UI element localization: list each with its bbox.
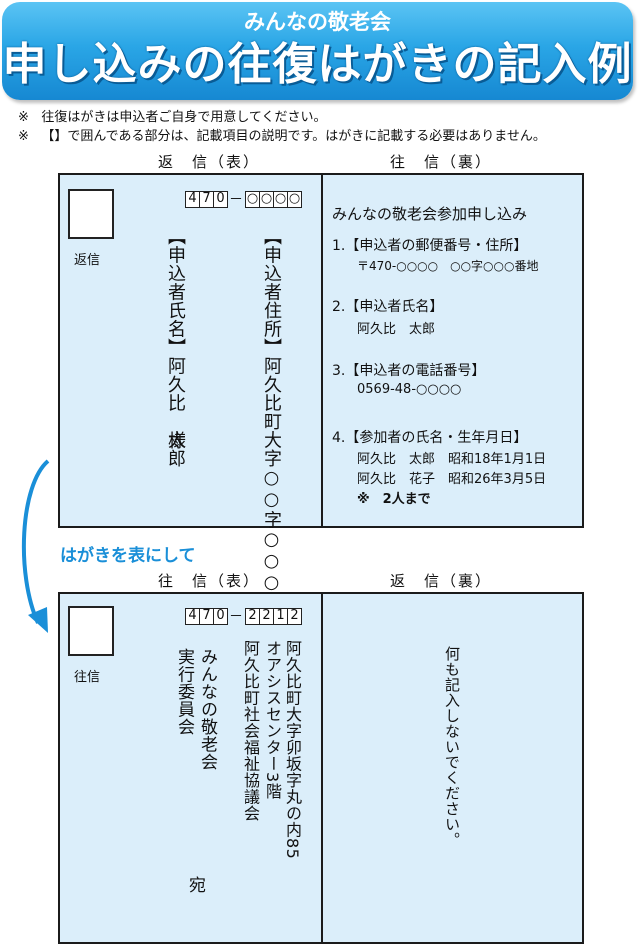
postal-digit: 4 [185, 190, 200, 208]
outgoing-postcard: 往信 4 7 0 － 2 2 1 2 阿久比町大字卯坂字丸の内85 オアシスセン… [58, 592, 584, 944]
card2-left-label: 往 信（表） [158, 572, 261, 590]
honorific-ate: 宛 [185, 876, 205, 894]
postal-digit: 1 [273, 607, 288, 625]
reply-postcard: 返信 4 7 0 － ○ ○ ○ ○ 【申込者住所】阿久比町大字○○字○○○番地… [58, 173, 584, 631]
flip-instruction: はがきを表にして [60, 546, 196, 566]
note-2-text: 【】で囲んである部分は、記載項目の説明です。はがきに記載する必要はありません。 [41, 129, 546, 144]
stamp-box [68, 606, 114, 656]
recipient-line-2: 実行委員会 [174, 648, 194, 736]
sender-address: 【申込者住所】阿久比町大字○○字○○○番地 [261, 227, 282, 631]
postal-digit: ○ [245, 190, 260, 208]
postal-digit: 7 [199, 607, 214, 625]
card2-right-label: 返 信（裏） [390, 572, 493, 590]
title-banner: みんなの敬老会 申し込みの往復はがきの記入例 [2, 2, 633, 100]
postal-digit: 2 [259, 607, 274, 625]
flip-arrow-icon [21, 459, 50, 633]
postal-digit: 0 [213, 607, 228, 625]
destination-address-3: 阿久比町社会福祉協議会 [241, 640, 260, 822]
item-2-value: 阿久比 太郎 [357, 322, 436, 337]
postal-digit: ○ [287, 190, 302, 208]
honorific-sama: 様 [165, 431, 186, 450]
note-1-mark: ※ [18, 110, 29, 125]
postal-digit: 2 [287, 607, 302, 625]
item-2-heading: 2.【申込者氏名】 [332, 299, 444, 315]
postal-digit: 0 [213, 190, 228, 208]
postal-dash: － [229, 192, 243, 208]
card1-right-label: 往 信（裏） [390, 153, 493, 171]
card2-divider [321, 594, 323, 942]
postal-digit: 2 [245, 607, 260, 625]
destination-address-1: 阿久比町大字卯坂字丸の内85 [283, 640, 302, 860]
recipient-line-1: みんなの敬老会 [197, 648, 217, 771]
item-3-value: 0569-48-○○○○ [357, 382, 462, 397]
postal-digit: ○ [273, 190, 288, 208]
item-4-note: ※ 2人まで [357, 492, 431, 507]
banner-title: 申し込みの往復はがきの記入例 [2, 39, 633, 90]
postal-code-boxes: 4 7 0 － ○ ○ ○ ○ [185, 190, 302, 208]
item-4-value-1: 阿久比 太郎 昭和18年1月1日 [357, 452, 547, 467]
sender-name: 【申込者氏名】阿久比 太郎 [165, 227, 186, 468]
item-3-heading: 3.【申込者の電話番号】 [332, 363, 486, 379]
note-1-text: 往復はがきは申込者ご自身で用意してください。 [41, 110, 327, 125]
card1-left-label: 返 信（表） [158, 153, 261, 171]
note-2: ※ 【】で囲んである部分は、記載項目の説明です。はがきに記載する必要はありません… [18, 128, 546, 146]
back-title: みんなの敬老会参加申し込み [332, 205, 528, 223]
stamp-box [68, 189, 114, 239]
destination-address-2: オアシスセンター3階 [263, 640, 282, 800]
card1-divider [321, 175, 323, 526]
note-1: ※ 往復はがきは申込者ご自身で用意してください。 [18, 109, 327, 127]
item-1-value: 〒470-○○○○ ○○字○○○番地 [357, 259, 539, 273]
item-4-value-2: 阿久比 花子 昭和26年3月5日 [357, 472, 547, 487]
banner-subtitle: みんなの敬老会 [244, 10, 391, 34]
postal-digit: ○ [259, 190, 274, 208]
item-1-heading: 1.【申込者の郵便番号・住所】 [332, 238, 528, 254]
stamp-label: 返信 [74, 253, 101, 268]
postal-digit: 7 [199, 190, 214, 208]
note-2-mark: ※ [18, 129, 29, 144]
stamp-label: 往信 [74, 670, 101, 685]
postal-dash: － [229, 609, 243, 625]
back-instruction: 何も記入しないでください。 [443, 646, 461, 848]
item-4-heading: 4.【参加者の氏名・生年月日】 [332, 430, 528, 446]
postal-code-boxes: 4 7 0 － 2 2 1 2 [185, 607, 302, 625]
postal-digit: 4 [185, 607, 200, 625]
